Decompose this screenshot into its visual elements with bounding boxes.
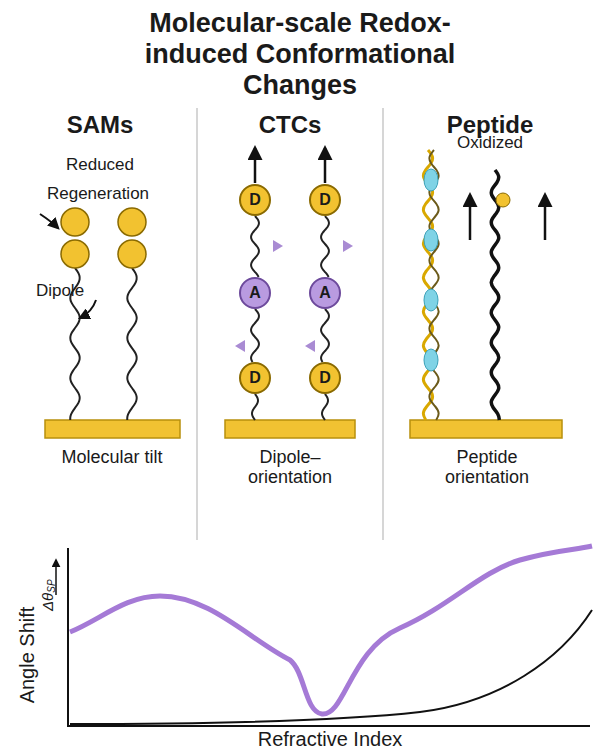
molecule-circle: D [239,184,271,216]
molecular-chain [251,309,259,362]
text-label: Peptide orientation [422,448,552,488]
molecule-circle: D [309,362,341,394]
pointer-arrow [40,214,96,318]
column-divider [197,108,383,540]
text-label: Angle Shift [16,607,38,704]
node-text: A [249,284,261,302]
text-label: Dipole [36,282,84,301]
text-label: SP [46,579,57,592]
text-label: Δθ [40,593,57,611]
text-label: Regeneration [47,185,149,204]
node-text: D [319,369,331,387]
molecular-chain [321,216,329,277]
node-text: A [319,284,331,302]
node-text: D [319,191,331,209]
molecule-circle: D [239,362,271,394]
node-text: D [249,369,261,387]
title: Molecular-scale Redox-induced Conformati… [100,8,500,101]
text-label: SAMs [67,112,134,138]
peptide-strand [423,150,545,420]
molecule-circle: A [309,277,341,309]
text-label: Dipole– orientation [230,448,350,488]
chart [56,546,592,726]
text-label: Molecular tilt [52,448,172,468]
text-label: CTCs [259,112,322,138]
ctc-molecule [235,148,353,420]
molecule-circle: A [239,277,271,309]
text-label: Oxidized [457,134,523,153]
molecular-chain [321,309,329,362]
gold-substrate [45,420,562,438]
molecule-circle: D [309,184,341,216]
text-label: Refractive Index [258,728,403,750]
sam-molecule [61,208,146,420]
node-text: D [249,191,261,209]
text-label: Reduced [66,156,134,175]
molecular-chain [251,216,259,277]
